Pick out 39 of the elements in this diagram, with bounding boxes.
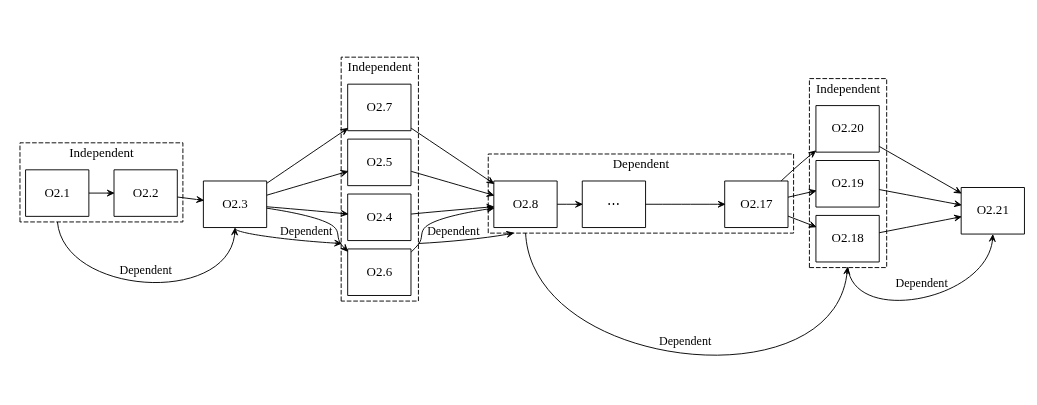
- arrow: [556, 200, 583, 208]
- node-box: O2.21: [960, 187, 1025, 235]
- node-box: O2.5: [347, 138, 412, 187]
- node-box: O2.17: [724, 180, 789, 228]
- arrow: [266, 207, 348, 252]
- arrow: [410, 170, 495, 197]
- arrow: [645, 200, 726, 208]
- node-box: O2.2: [113, 169, 178, 217]
- arrow: [417, 231, 514, 244]
- edge-label: Dependent: [280, 224, 333, 239]
- node-box: O2.4: [347, 193, 412, 242]
- arrow: [88, 189, 115, 197]
- arrow: [878, 145, 962, 194]
- edge-label: Dependent: [895, 275, 948, 290]
- node-box: O2.7: [347, 83, 412, 132]
- node-box: O2.8: [493, 180, 558, 228]
- edge-label: Dependent: [427, 224, 480, 239]
- node-box: O2.1: [25, 169, 90, 217]
- edge-label: Dependent: [658, 334, 712, 349]
- arrow: [780, 150, 816, 182]
- arrow: [266, 206, 349, 217]
- arrow: [787, 215, 817, 228]
- node-box: O2.18: [815, 214, 880, 263]
- arrow: [266, 127, 348, 184]
- node-box: ⋯: [581, 180, 647, 228]
- arrow: [410, 127, 495, 184]
- node-box: O2.20: [815, 105, 880, 153]
- arrow: [266, 170, 348, 196]
- node-box: O2.19: [815, 160, 880, 208]
- arrow: [878, 189, 962, 208]
- arrow: [234, 228, 342, 247]
- arrow: [56, 221, 238, 283]
- arrow: [176, 196, 204, 203]
- arrow: [787, 188, 817, 198]
- edge-label: Dependent: [119, 262, 172, 277]
- arrow: [878, 214, 962, 234]
- arrow: [847, 234, 996, 301]
- node-box: O2.3: [202, 180, 268, 228]
- node-box: O2.6: [347, 248, 412, 296]
